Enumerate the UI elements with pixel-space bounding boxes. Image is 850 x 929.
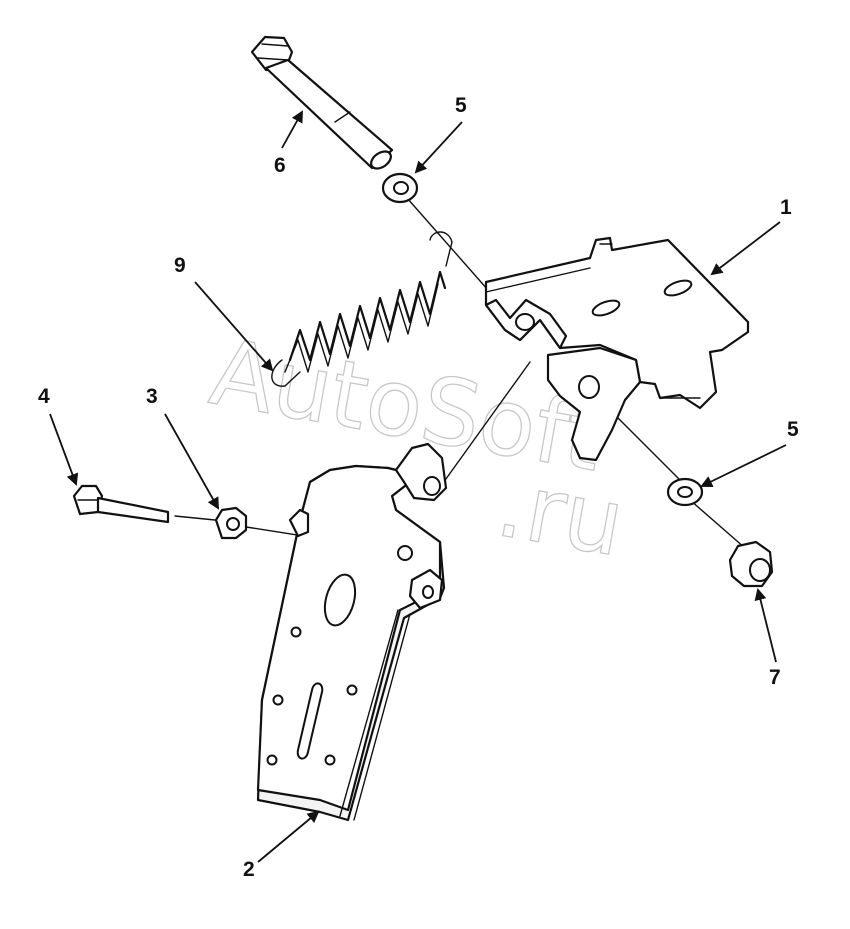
callout-5-top: 5 xyxy=(455,94,467,117)
leader-2 xyxy=(257,810,320,863)
bolt-short-shank xyxy=(96,496,170,524)
leader-5b xyxy=(700,444,787,488)
bolt-long-shank xyxy=(264,58,394,170)
centerline-bolt-to-bracket xyxy=(399,189,489,291)
centerline-bolt-to-nut xyxy=(174,515,216,521)
lock-nut xyxy=(728,540,774,588)
bolt-long xyxy=(250,35,394,170)
plate-slot xyxy=(296,682,324,760)
callout-1: 1 xyxy=(780,196,792,219)
callout-5-right: 5 xyxy=(787,418,799,441)
callouts: 1 2 3 4 5 5 6 7 9 xyxy=(38,94,799,881)
callout-9: 9 xyxy=(174,254,186,277)
bolt-short xyxy=(72,484,170,524)
plate-face xyxy=(256,464,442,812)
watermark-text-domain: .ru xyxy=(489,450,631,577)
bracket-lower-tab xyxy=(546,346,642,462)
leader-9 xyxy=(194,281,274,372)
leader-6 xyxy=(281,110,303,149)
plate-center-hole xyxy=(323,573,357,627)
leader-4 xyxy=(49,413,79,486)
callout-3: 3 xyxy=(146,385,158,408)
bracket xyxy=(484,236,750,462)
washer-top xyxy=(381,172,419,204)
centerline-washer-to-nut xyxy=(689,499,746,549)
leader-3 xyxy=(164,413,219,510)
leader-5a xyxy=(414,121,463,174)
mounting-plate xyxy=(256,442,448,822)
callout-4: 4 xyxy=(38,385,50,408)
leaders xyxy=(49,110,787,863)
washer-right xyxy=(666,477,704,507)
leader-7 xyxy=(754,588,777,663)
nut-small xyxy=(214,506,248,540)
spring xyxy=(271,231,453,387)
centerline-plate-to-bracket xyxy=(437,361,531,491)
leader-1 xyxy=(710,221,781,276)
callout-2: 2 xyxy=(243,858,255,881)
plate-tab-left xyxy=(288,508,310,538)
bolt-long-tip xyxy=(370,150,392,170)
callout-7: 7 xyxy=(769,666,781,689)
callout-6: 6 xyxy=(274,154,286,177)
